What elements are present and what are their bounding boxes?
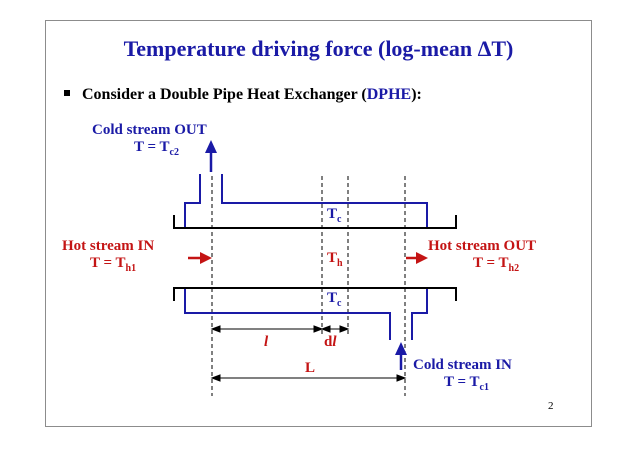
cold-out-label: Cold stream OUT <box>92 122 207 138</box>
cold-out-temp-eq: T = T <box>134 139 170 155</box>
dim-dl-arrowhead-right-icon <box>339 325 350 333</box>
cold-arrows <box>205 140 407 370</box>
outer-shell <box>184 174 428 340</box>
bullet-square-icon <box>64 90 70 97</box>
inner-pipe <box>173 215 457 301</box>
dim-dl-l: l <box>332 334 337 350</box>
dim-dl-d: d <box>324 334 333 350</box>
th-sub: h <box>337 258 343 269</box>
dim-l-arrowhead-left-icon <box>210 325 221 333</box>
hot-arrows <box>188 252 428 264</box>
hot-in-temp: T = Th1 <box>90 255 137 274</box>
shell-bottom-wall <box>184 288 391 340</box>
bullet-text: Consider a Double Pipe Heat Exchanger ( <box>82 86 367 103</box>
cold-out-arrowhead-icon <box>205 140 217 153</box>
hot-in-label: Hot stream IN <box>62 238 155 254</box>
hot-in-temp-eq: T = T <box>90 255 126 271</box>
cold-out-temp-sub: c2 <box>169 147 179 158</box>
hot-out-temp-sub: h2 <box>508 263 520 274</box>
hot-out-temp: T = Th2 <box>473 255 520 274</box>
cold-in-temp-eq: T = T <box>444 374 480 390</box>
cold-in-temp-sub: c1 <box>479 382 489 393</box>
slide-frame <box>45 20 592 427</box>
th-symbol: Th <box>327 250 343 269</box>
dim-L-arrowhead-left-icon <box>210 374 221 382</box>
bullet-item: Consider a Double Pipe Heat Exchanger (D… <box>64 86 422 104</box>
hot-in-arrowhead-icon <box>200 252 212 264</box>
shell-top-left-wall <box>184 174 201 228</box>
dimension-arrows <box>210 325 407 382</box>
hot-out-arrowhead-icon <box>416 252 428 264</box>
dim-L-label: L <box>305 360 316 376</box>
cold-in-label: Cold stream IN <box>413 357 512 373</box>
hot-in-temp-sub: h1 <box>125 263 137 274</box>
hot-out-label: Hot stream OUT <box>428 238 537 254</box>
dim-l-arrowhead-right-icon <box>313 325 324 333</box>
dim-L-arrowhead-right-icon <box>396 374 407 382</box>
tc-bottom-base: T <box>327 290 338 306</box>
cold-in-arrowhead-icon <box>395 342 407 355</box>
inner-pipe-bottom-wall <box>173 287 457 301</box>
dim-l-label: l <box>264 334 269 350</box>
tc-bottom-symbol: Tc <box>327 290 342 309</box>
shell-top-wall <box>221 174 428 228</box>
tc-top-symbol: Tc <box>327 206 342 225</box>
cold-out-temp: T = Tc2 <box>134 139 179 158</box>
shell-bottom-right-wall <box>411 288 428 340</box>
cold-in-temp: T = Tc1 <box>444 374 489 393</box>
tc-top-base: T <box>327 206 338 222</box>
inner-pipe-top-wall <box>173 215 457 229</box>
page-number: 2 <box>548 400 554 412</box>
slide-title: Temperature driving force (log-mean ΔT) <box>123 36 514 61</box>
hot-out-temp-eq: T = T <box>473 255 509 271</box>
tc-top-sub: c <box>337 214 342 225</box>
dashed-reference-lines <box>211 176 406 396</box>
bullet-text-end: ): <box>411 86 422 103</box>
bullet-acronym: DPHE <box>366 86 412 103</box>
tc-bottom-sub: c <box>337 298 342 309</box>
th-base: T <box>327 250 338 266</box>
dim-dl-label: dl <box>324 335 337 350</box>
dim-dl-arrowhead-left-icon <box>320 325 331 333</box>
